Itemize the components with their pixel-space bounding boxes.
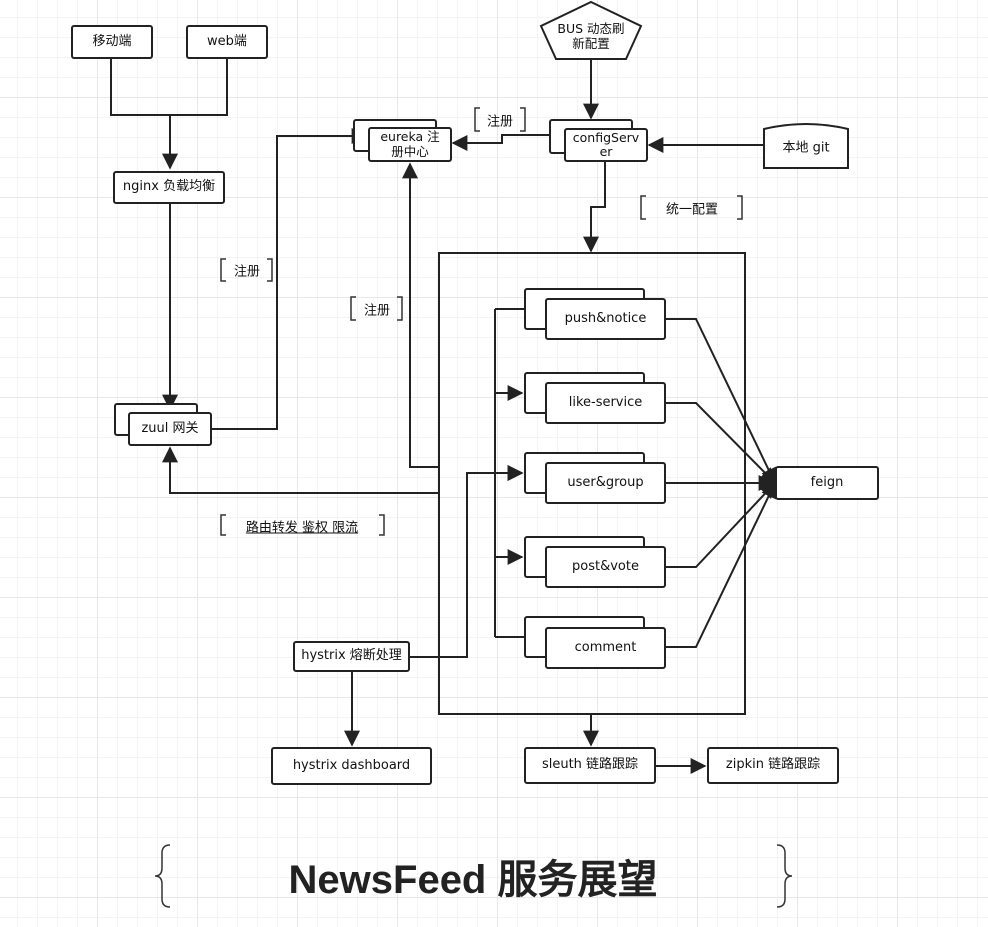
annotation-register-left: 注册	[233, 264, 261, 280]
arrow-hystrix-services	[410, 465, 524, 658]
local-git-shape	[763, 123, 849, 169]
bracket-register-left-right	[267, 258, 273, 282]
bracket-register-top-left	[474, 107, 480, 132]
annotation-routing: 路由转发 鉴权 限流	[245, 520, 359, 536]
annotation-register-mid: 注册	[363, 303, 391, 319]
push-notice-node: push&notice	[545, 298, 666, 340]
edge-clients-nginx	[110, 59, 228, 116]
bus-node-label: BUS 动态刷新配置	[557, 21, 625, 51]
mobile-client-node: 移动端	[71, 25, 153, 59]
title-brace-left	[154, 844, 171, 908]
config-server-node: configServer	[564, 128, 648, 162]
zipkin-node: zipkin 链路跟踪	[707, 747, 839, 784]
local-git-node-label: 本地 git	[782, 140, 830, 156]
bracket-routing-right	[379, 514, 385, 536]
bracket-routing-left	[220, 514, 226, 536]
hystrix-dashboard-node: hystrix dashboard	[271, 747, 432, 785]
annotation-register-top: 注册	[486, 114, 514, 130]
arrow-config-container	[583, 162, 606, 253]
like-service-node: like-service	[545, 382, 666, 424]
bracket-config-left	[640, 195, 646, 220]
diagram-title: NewsFeed 服务展望	[288, 858, 658, 902]
bracket-config-right	[737, 195, 743, 220]
zuul-node: zuul 网关	[128, 412, 212, 446]
edge-comment-feign	[666, 481, 776, 648]
annotation-unified-config: 统一配置	[665, 202, 719, 218]
bracket-register-top-right	[520, 107, 526, 132]
edge-push-feign	[666, 318, 776, 485]
edge-like-feign	[666, 402, 777, 485]
hystrix-node: hystrix 熔断处理	[293, 641, 410, 672]
feign-node: feign	[775, 466, 879, 500]
arrow-container-zuul	[162, 446, 439, 494]
bracket-register-mid-left	[350, 296, 356, 321]
title-brace-right	[776, 844, 793, 908]
eureka-node: eureka 注册中心	[368, 127, 452, 162]
arrow-zuul-eureka	[212, 128, 368, 430]
arrow-container-eureka	[402, 162, 439, 468]
web-client-node: web端	[186, 25, 268, 59]
user-group-node: user&group	[545, 462, 666, 504]
nginx-node: nginx 负载均衡	[113, 171, 225, 204]
bracket-register-left-left	[220, 258, 226, 282]
edge-post-feign	[666, 481, 777, 568]
comment-node: comment	[545, 627, 666, 669]
arrow-config-eureka	[451, 134, 564, 151]
sleuth-node: sleuth 链路跟踪	[524, 747, 656, 784]
bracket-register-mid-right	[397, 296, 403, 321]
post-vote-node: post&vote	[545, 546, 666, 588]
